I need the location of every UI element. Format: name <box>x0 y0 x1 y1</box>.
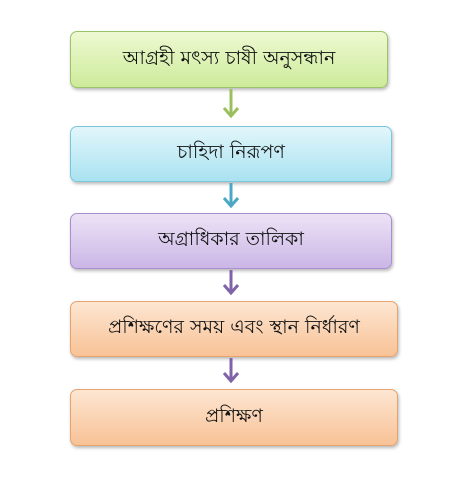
arrow-down-icon <box>222 183 240 209</box>
flow-step-needs-assessment: চাহিদা নিরূপণ <box>70 126 392 182</box>
step-label: প্রশিক্ষণের সময় এবং স্থান নির্ধারণ <box>108 316 360 338</box>
step-label: অগ্রাধিকার তালিকা <box>158 228 304 250</box>
flow-step-training: প্রশিক্ষণ <box>70 389 398 446</box>
arrow-down-icon <box>222 270 240 296</box>
flow-step-priority-list: অগ্রাধিকার তালিকা <box>70 213 392 269</box>
arrow-down-icon <box>222 358 240 384</box>
flow-step-training-schedule-location: প্রশিক্ষণের সময় এবং স্থান নির্ধারণ <box>70 301 398 357</box>
arrow-down-icon <box>222 89 240 119</box>
step-label: প্রশিক্ষণ <box>205 404 263 427</box>
step-label: চাহিদা নিরূপণ <box>177 141 285 163</box>
flow-step-interested-fish-farmer-search: আগ্রহী মৎস্য চাষী অনুসন্ধান <box>70 31 388 88</box>
step-label: আগ্রহী মৎস্য চাষী অনুসন্ধান <box>122 46 336 69</box>
